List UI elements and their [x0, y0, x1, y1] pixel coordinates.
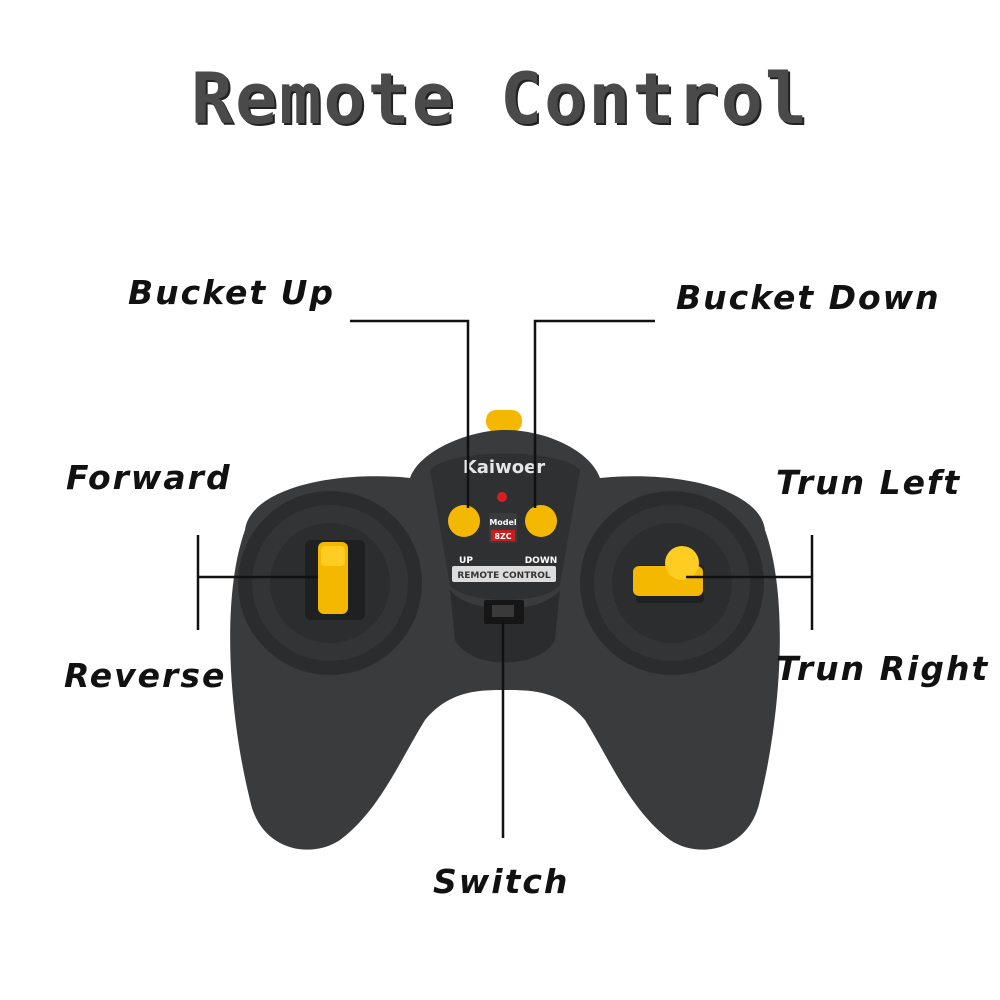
- brand-logo: Kaiwoer: [463, 457, 545, 478]
- power-led: [497, 492, 507, 502]
- panel-label: REMOTE CONTROL: [457, 571, 551, 581]
- model-value: 8ZC: [494, 532, 511, 541]
- label-switch: Switch: [433, 862, 570, 901]
- panel-label-strip: [452, 566, 556, 582]
- down-label: DOWN: [525, 556, 558, 566]
- label-turn-left: Trun Left: [776, 463, 962, 502]
- leader-bucket-up: [350, 319, 470, 508]
- label-reverse: Reverse: [64, 656, 227, 695]
- model-badge-value-bg: [491, 530, 515, 541]
- label-bucket-down: Bucket Down: [676, 278, 941, 317]
- center-console-shadow: [450, 590, 560, 663]
- model-label: Model: [489, 518, 517, 527]
- page-title: Remote Control: [190, 58, 809, 140]
- label-bucket-up: Bucket Up: [128, 273, 336, 312]
- antenna-knob: [486, 410, 522, 432]
- left-stick-cap: [321, 546, 345, 566]
- right-stick-knob: [665, 546, 699, 580]
- leader-bucket-down: [533, 319, 655, 508]
- bucket-up-button[interactable]: [448, 505, 480, 537]
- label-forward: Forward: [66, 458, 232, 497]
- leader-lines: [196, 319, 814, 838]
- up-label: UP: [459, 556, 473, 566]
- power-switch-slider: [492, 605, 514, 617]
- bucket-down-button[interactable]: [525, 505, 557, 537]
- label-turn-right: Trun Right: [776, 649, 990, 688]
